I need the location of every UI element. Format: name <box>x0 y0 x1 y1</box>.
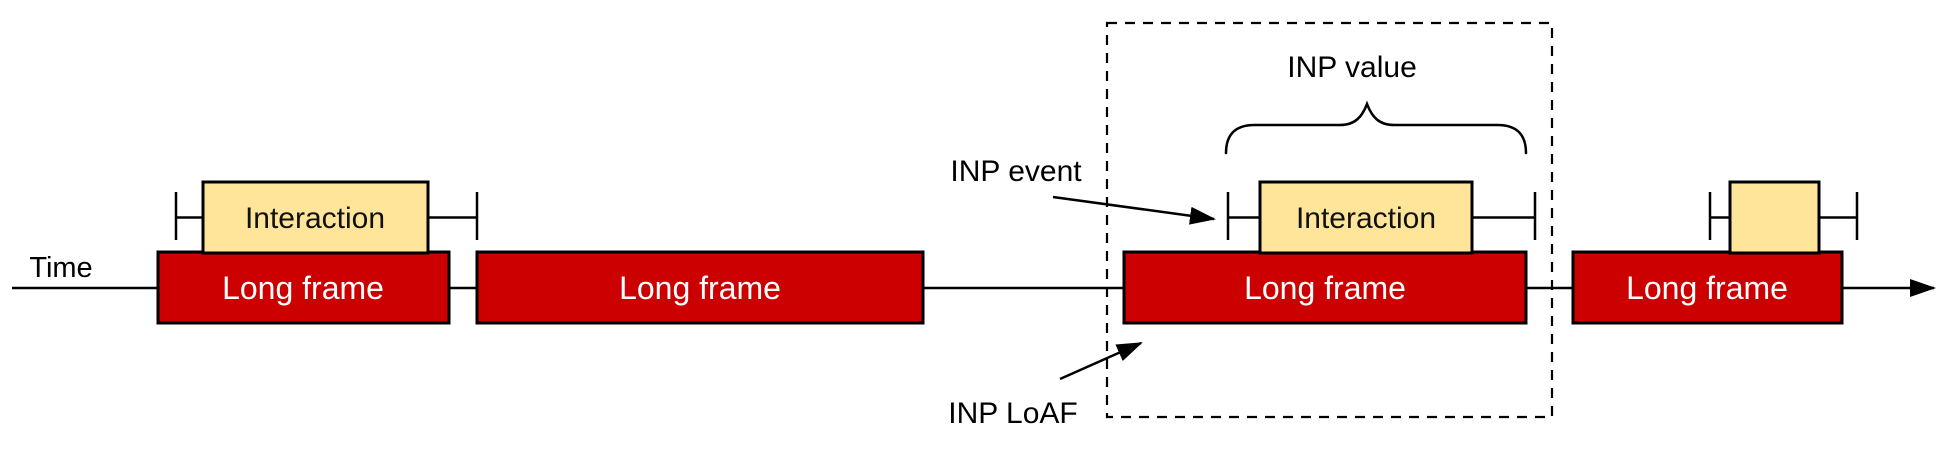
long-frame-1-box <box>156 250 451 325</box>
interaction-2-box <box>1258 180 1474 255</box>
long-frame-3: Long frame <box>1122 250 1528 325</box>
inp-value-brace <box>1224 100 1528 155</box>
long-frame-1-label: Long frame <box>222 270 384 306</box>
inp-loaf-arrow <box>1059 341 1143 381</box>
long-frame-3-label: Long frame <box>1244 270 1406 306</box>
long-frame-1: Long frame <box>156 250 451 325</box>
inp-window-dashed-box <box>1105 21 1554 419</box>
interaction-1: Interaction <box>201 180 430 255</box>
interaction-1-span <box>174 192 479 240</box>
long-frame-4-label: Long frame <box>1626 270 1788 306</box>
interaction-2: Interaction <box>1258 180 1474 255</box>
long-frame-4: Long frame <box>1571 250 1844 325</box>
long-frame-2-box <box>475 250 925 325</box>
long-frame-2: Long frame <box>475 250 925 325</box>
interaction-3-span <box>1708 192 1859 240</box>
interaction-1-label: Interaction <box>245 202 385 235</box>
inp-value-label: INP value <box>1287 51 1417 84</box>
interaction-3-box <box>1728 180 1821 255</box>
time-axis-label: Time <box>29 252 92 284</box>
interaction-1-box <box>201 180 430 255</box>
long-frame-2-label: Long frame <box>619 270 781 306</box>
interaction-3 <box>1728 180 1821 255</box>
interaction-2-label: Interaction <box>1296 202 1436 235</box>
long-frame-4-box <box>1571 250 1844 325</box>
inp-event-arrow <box>1052 195 1216 225</box>
inp-loaf-label: INP LoAF <box>948 397 1078 430</box>
interaction-2-span <box>1226 192 1537 240</box>
long-frame-3-box <box>1122 250 1528 325</box>
inp-event-label: INP event <box>950 155 1082 188</box>
